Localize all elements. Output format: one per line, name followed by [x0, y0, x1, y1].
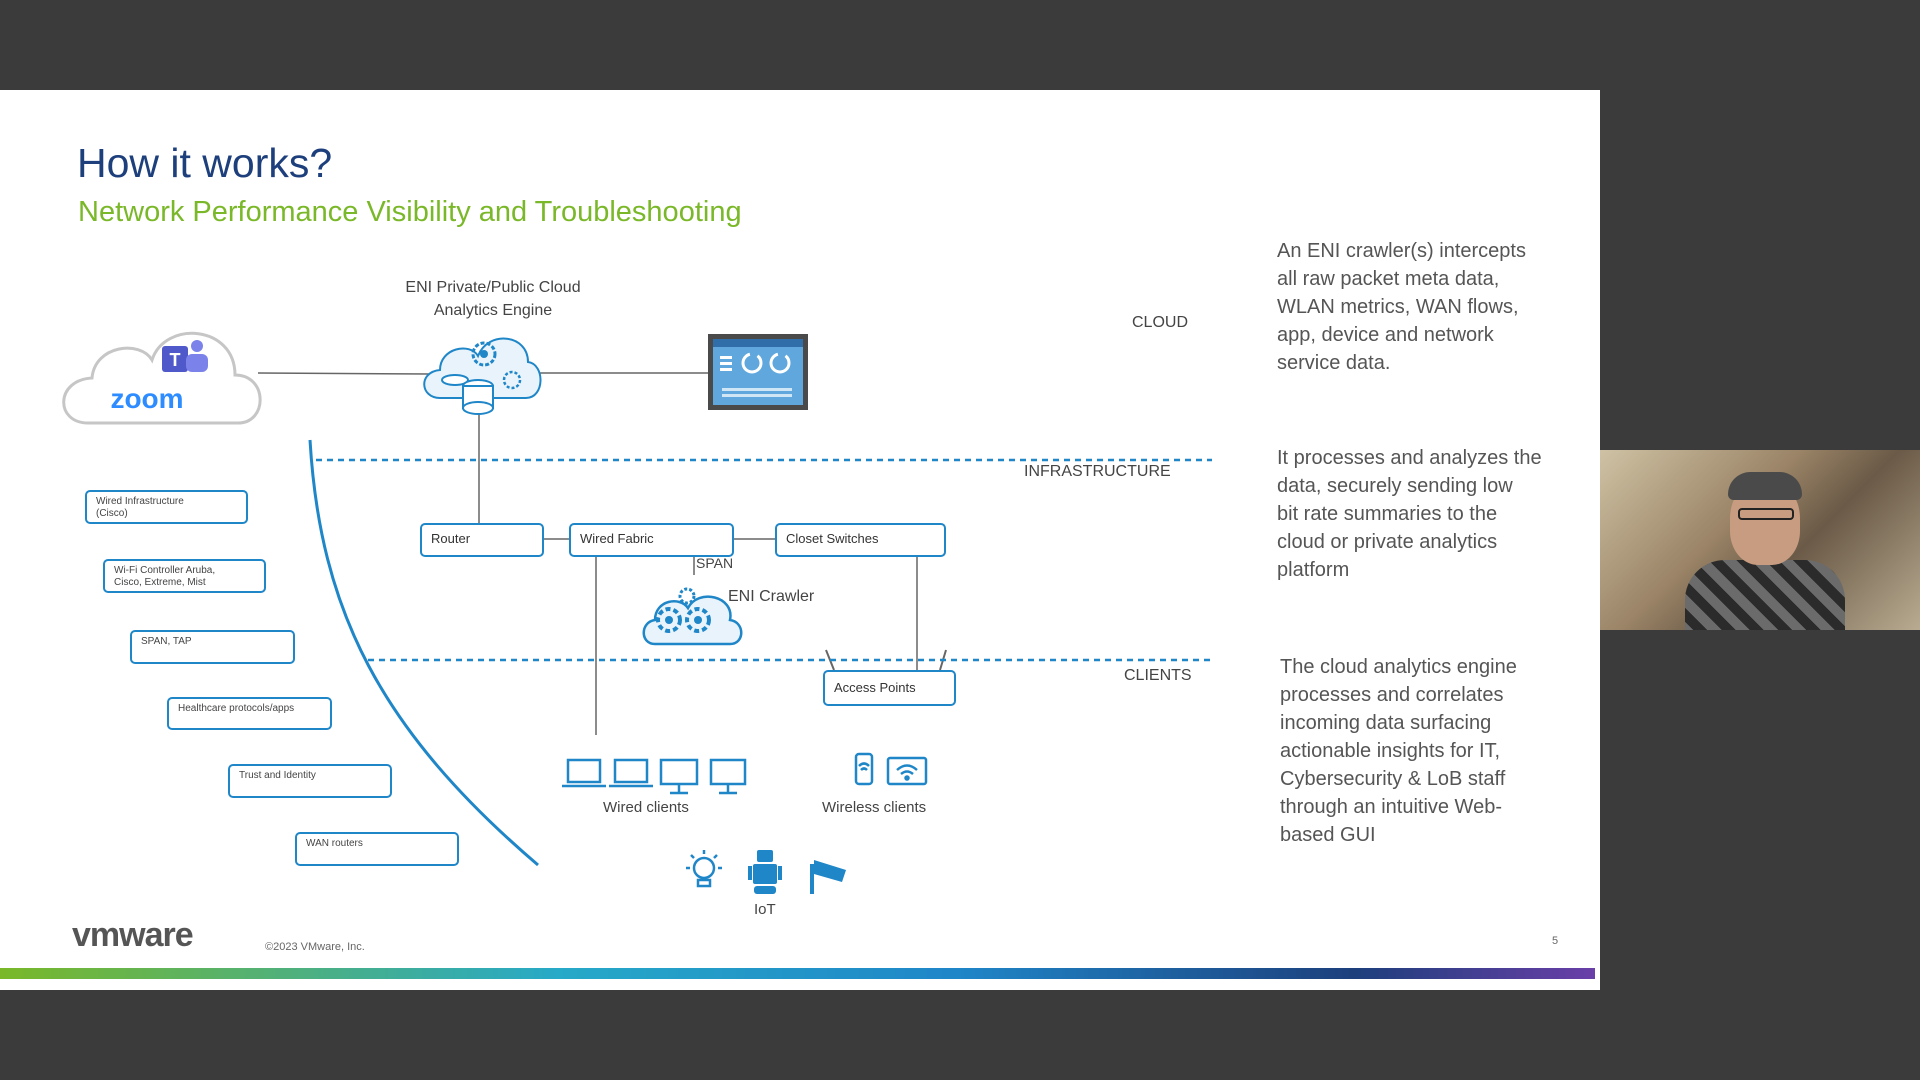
wired-fabric-box: Wired Fabric — [569, 523, 734, 557]
wireless-clients-label: Wireless clients — [822, 799, 927, 816]
source-trust-identity: Trust and Identity — [228, 764, 392, 798]
slide-subtitle: Network Performance Visibility and Troub… — [78, 196, 742, 228]
smart-bulb-icon — [686, 850, 722, 888]
zone-infrastructure-label: INFRASTRUCTURE — [1024, 463, 1171, 480]
phone-icon — [854, 752, 874, 786]
source-span-tap: SPAN, TAP — [130, 630, 295, 664]
dashboard-icon — [708, 334, 808, 410]
zone-cloud-label: CLOUD — [1132, 314, 1189, 331]
zone-clients-label: CLIENTS — [1124, 667, 1192, 684]
slide-title: How it works? — [77, 140, 333, 186]
network-diagram: T zoom — [62, 331, 1212, 894]
page-number: 5 — [1552, 935, 1559, 947]
webcam-video-tile — [1600, 450, 1920, 630]
source-healthcare-protocols: Healthcare protocols/apps — [167, 697, 332, 730]
laptop-icon — [609, 758, 653, 788]
analytics-engine-icon — [423, 337, 542, 415]
router-box: Router — [420, 523, 544, 557]
source-wired-infrastructure: Wired Infrastructure (Cisco) — [85, 490, 248, 524]
desktop-icon — [659, 758, 699, 795]
closet-switches-box: Closet Switches — [775, 523, 946, 557]
robot-icon — [748, 850, 782, 894]
teams-icon: T — [162, 340, 208, 372]
eni-crawler-label: ENI Crawler — [728, 588, 815, 605]
security-camera-icon — [810, 860, 846, 894]
presenter-glasses — [1738, 508, 1794, 520]
zoom-logo: zoom — [110, 383, 183, 414]
copyright-text: ©2023 VMware, Inc. — [265, 941, 365, 953]
span-label: SPAN — [696, 555, 734, 571]
tablet-wifi-icon — [886, 756, 928, 786]
desktop-icon — [709, 758, 747, 795]
slide: How it works? Network Performance Visibi… — [0, 90, 1600, 990]
iot-label: IoT — [754, 901, 776, 918]
laptop-icon — [562, 758, 606, 788]
source-wan-routers: WAN routers — [295, 832, 459, 866]
wired-clients-label: Wired clients — [603, 799, 689, 816]
paragraph-processing: It processes and analyzes the data, secu… — [1277, 447, 1542, 581]
eni-crawler-icon — [642, 587, 743, 646]
analytics-engine-label: ENI Private/Public Cloud Analytics Engin… — [405, 279, 581, 319]
paragraph-cloud-engine: The cloud analytics engine processes and… — [1280, 656, 1517, 846]
svg-text:T: T — [170, 350, 181, 370]
cloud-icon — [62, 331, 262, 425]
vmware-logo: vmware — [72, 916, 194, 954]
presenter-body — [1685, 560, 1845, 630]
paragraph-crawler: An ENI crawler(s) intercepts all raw pac… — [1277, 240, 1526, 374]
brand-gradient-bar — [0, 968, 1595, 979]
access-points-box: Access Points — [823, 670, 956, 706]
source-wifi-controller: Wi-Fi Controller Aruba, Cisco, Extreme, … — [103, 559, 266, 593]
presenter-hair — [1728, 472, 1802, 500]
sources-curve — [308, 439, 539, 867]
cloud-to-engine-line — [257, 372, 431, 375]
